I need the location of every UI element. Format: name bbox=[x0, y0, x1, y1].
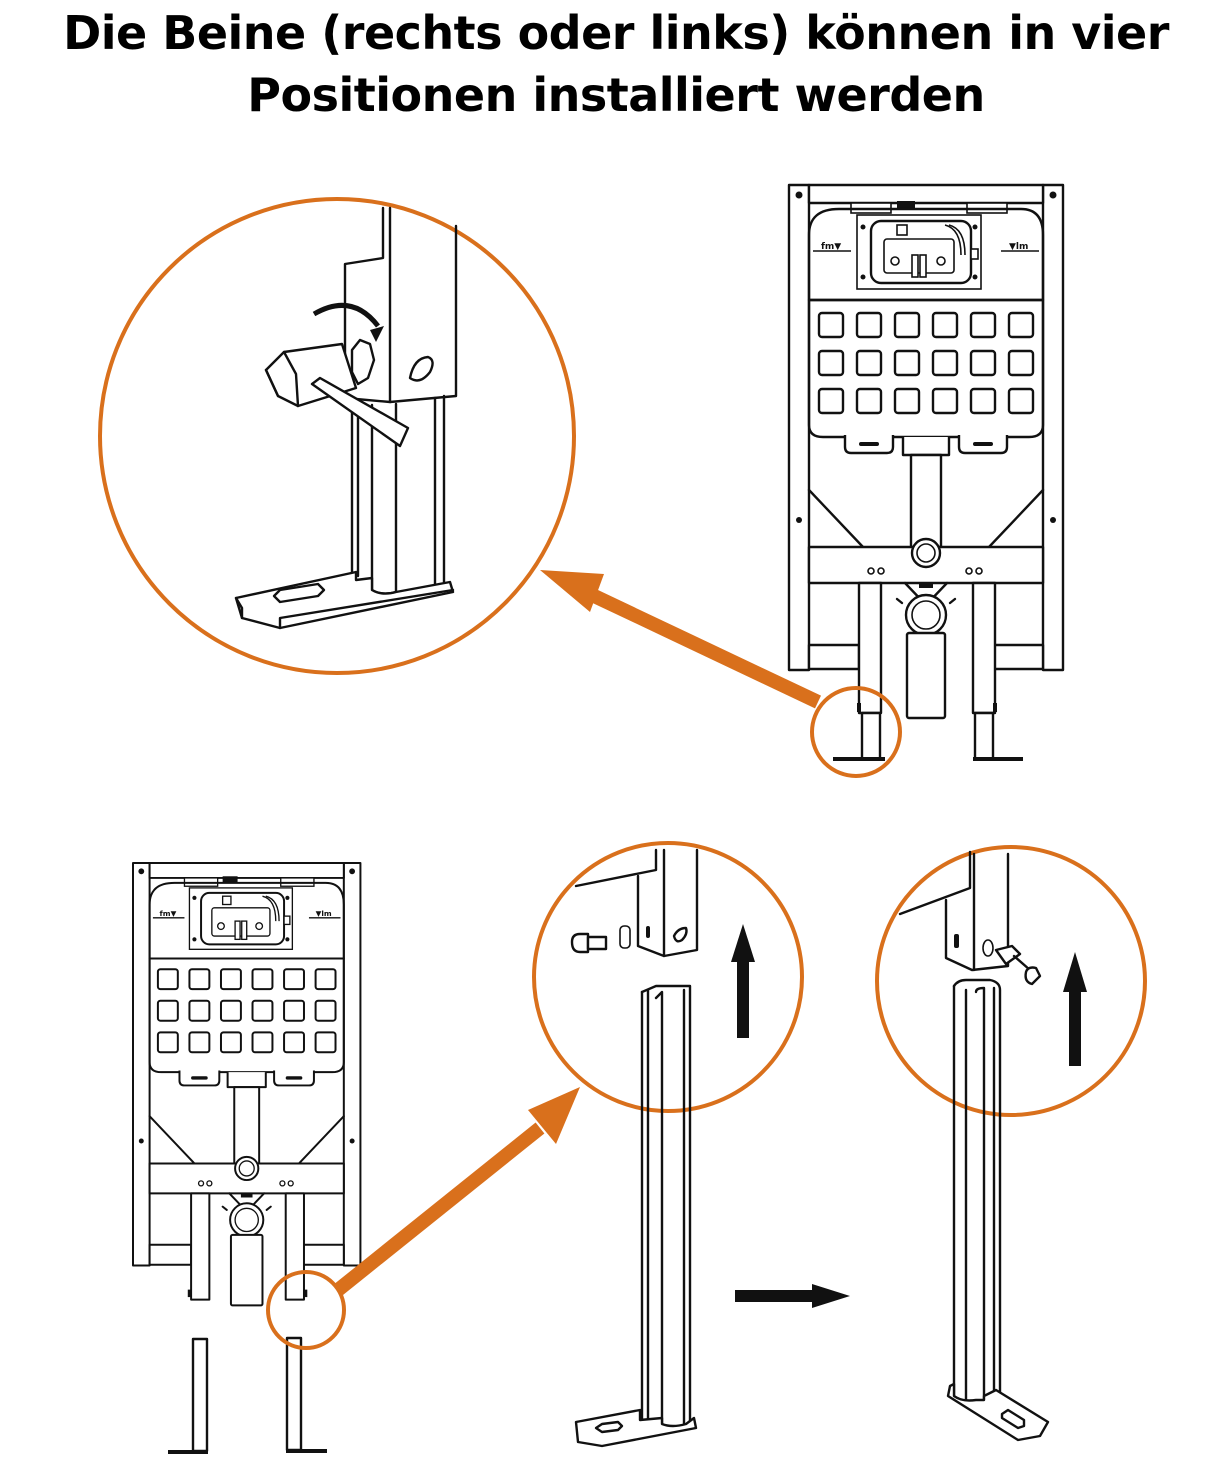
callout-arrow-top bbox=[540, 570, 821, 709]
panel-tile bbox=[817, 349, 845, 377]
panel-tile bbox=[283, 968, 305, 991]
panel-tile bbox=[283, 999, 305, 1022]
highlight-ring-bottom bbox=[266, 1270, 346, 1350]
bottom-frame-illustration bbox=[132, 862, 362, 1307]
panel-tile bbox=[188, 1031, 211, 1054]
panel-tile bbox=[219, 1031, 242, 1054]
panel-tile bbox=[969, 387, 997, 415]
highlight-ring-top bbox=[810, 686, 902, 778]
panel-tile bbox=[855, 349, 883, 377]
panel-tile bbox=[855, 311, 883, 339]
up-arrow-icon bbox=[1069, 990, 1081, 1066]
panel-tile bbox=[314, 1031, 337, 1054]
right-leg-stub bbox=[284, 1192, 305, 1301]
panel-tile bbox=[817, 311, 845, 339]
panel-tile bbox=[314, 999, 337, 1022]
panel-tile bbox=[969, 311, 997, 339]
callout-circle-side-bolt bbox=[875, 845, 1147, 1117]
transition-arrow bbox=[735, 1284, 850, 1308]
panel-tile bbox=[893, 387, 921, 415]
panel-tile bbox=[219, 999, 242, 1022]
panel-tile bbox=[931, 387, 959, 415]
tile-grid bbox=[156, 968, 337, 1054]
page-title: Die Beine (rechts oder links) können in … bbox=[0, 0, 1232, 126]
callout-circle-front-bolt bbox=[532, 841, 804, 1113]
left-leg-stub bbox=[190, 1192, 211, 1301]
callout-circle-adjustment bbox=[98, 197, 576, 675]
detached-legs bbox=[168, 1336, 327, 1454]
right-leg-lower bbox=[973, 711, 995, 761]
panel-tile bbox=[931, 311, 959, 339]
panel-tile bbox=[855, 387, 883, 415]
title-line-2: Positionen installiert werden bbox=[247, 68, 985, 122]
panel-tile bbox=[893, 311, 921, 339]
leg-insert-side-detail bbox=[898, 850, 1087, 1442]
panel-tile bbox=[156, 999, 179, 1022]
tile-grid bbox=[817, 311, 1035, 415]
left-leg-lower bbox=[860, 711, 882, 761]
panel-tile bbox=[188, 968, 211, 991]
panel-tile bbox=[1007, 349, 1035, 377]
top-frame-illustration bbox=[787, 183, 1065, 761]
panel-tile bbox=[314, 968, 337, 991]
up-arrow-icon bbox=[737, 960, 749, 1038]
leg-insert-front-detail bbox=[570, 848, 755, 1448]
leg-adjustment-detail bbox=[234, 206, 458, 630]
panel-tile bbox=[893, 349, 921, 377]
panel-tile bbox=[251, 999, 274, 1022]
title-line-1: Die Beine (rechts oder links) können in … bbox=[63, 6, 1169, 60]
panel-tile bbox=[251, 1031, 274, 1054]
panel-tile bbox=[156, 968, 179, 991]
panel-tile bbox=[251, 968, 274, 991]
right-leg-upper bbox=[971, 581, 997, 715]
panel-tile bbox=[188, 999, 211, 1022]
callout-arrow-bottom bbox=[333, 1087, 580, 1296]
panel-tile bbox=[283, 1031, 305, 1054]
panel-tile bbox=[817, 387, 845, 415]
panel-tile bbox=[156, 1031, 179, 1054]
panel-tile bbox=[1007, 387, 1035, 415]
panel-tile bbox=[1007, 311, 1035, 339]
panel-tile bbox=[219, 968, 242, 991]
panel-tile bbox=[931, 349, 959, 377]
panel-tile bbox=[969, 349, 997, 377]
